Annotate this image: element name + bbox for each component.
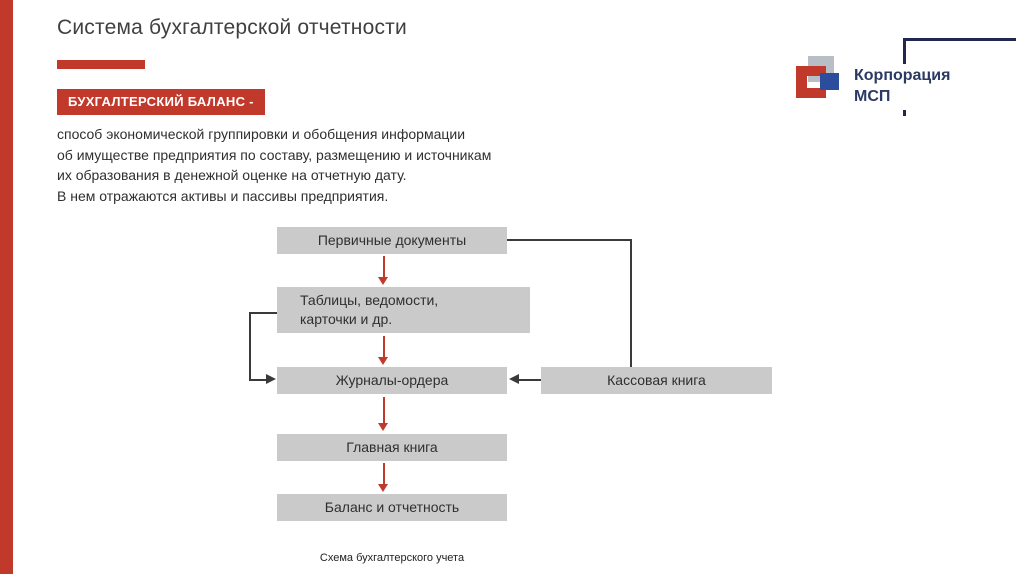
connector-tables-bypass-vertical <box>249 312 251 381</box>
diagram-caption: Схема бухгалтерского учета <box>319 552 465 564</box>
connector-primary-to-cashbook-horizontal <box>507 239 632 241</box>
arrow-shaft <box>382 463 385 485</box>
arrow-head-down-icon <box>378 484 388 492</box>
balance-badge: БУХГАЛТЕРСКИЙ БАЛАНС - <box>57 89 265 115</box>
connector-tables-bypass-top <box>249 312 277 314</box>
arrow-shaft <box>382 336 385 358</box>
connector-primary-to-cashbook-vertical <box>630 239 632 367</box>
node-general-ledger: Главная книга <box>277 434 507 461</box>
node-tables-statements: Таблицы, ведомости, карточки и др. <box>277 287 530 333</box>
node-primary-documents: Первичные документы <box>277 227 507 254</box>
arrow-head-left-icon <box>509 374 519 384</box>
page-title: Система бухгалтерской отчетности <box>57 16 407 39</box>
arrow-shaft <box>382 256 385 278</box>
arrow-tables-to-journals <box>377 336 390 365</box>
title-underline <box>57 60 145 69</box>
msp-corporation-logo-text: Корпорация МСП <box>852 64 957 110</box>
left-accent-bar <box>0 0 13 574</box>
arrow-ledger-to-balance <box>377 463 390 492</box>
connector-cashbook-to-journals <box>519 379 541 381</box>
arrow-shaft <box>382 397 385 424</box>
definition-paragraph: способ экономической группировки и обобщ… <box>57 126 492 205</box>
node-order-journals: Журналы-ордера <box>277 367 507 394</box>
arrow-head-down-icon <box>378 357 388 365</box>
node-cash-book: Кассовая книга <box>541 367 772 394</box>
arrow-primary-to-tables <box>377 256 390 285</box>
logo-line-1: Корпорация <box>854 67 951 84</box>
node-balance-reporting: Баланс и отчетность <box>277 494 507 521</box>
arrow-head-down-icon <box>378 423 388 431</box>
arrow-journals-to-ledger <box>377 397 390 431</box>
arrow-head-down-icon <box>378 277 388 285</box>
logo-line-2: МСП <box>854 87 891 105</box>
msp-corporation-logo-icon <box>794 56 842 109</box>
connector-tables-bypass-bottom <box>249 379 268 381</box>
arrow-head-right-icon <box>266 374 276 384</box>
